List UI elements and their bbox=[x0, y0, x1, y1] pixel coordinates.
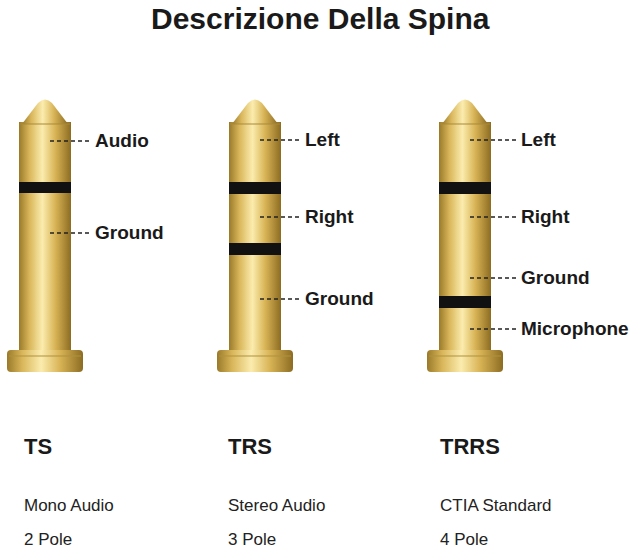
leader-lines bbox=[50, 140, 516, 329]
pole-count: 3 Pole bbox=[228, 530, 276, 550]
pin-label: Left bbox=[304, 129, 341, 151]
diagram-title: Descrizione Della Spina bbox=[151, 2, 489, 36]
pin-label: Right bbox=[520, 206, 571, 228]
pin-label: Right bbox=[304, 206, 355, 228]
plug-type: TRRS bbox=[440, 434, 500, 460]
pole-count: 2 Pole bbox=[24, 530, 72, 550]
plug-description: Stereo Audio bbox=[228, 496, 325, 516]
pin-label: Left bbox=[520, 129, 557, 151]
pin-label: Ground bbox=[304, 288, 375, 310]
plug-description: Mono Audio bbox=[24, 496, 114, 516]
plug-type: TS bbox=[24, 434, 52, 460]
pin-label: Microphone bbox=[520, 318, 630, 340]
pin-label: Ground bbox=[94, 222, 165, 244]
pole-count: 4 Pole bbox=[440, 530, 488, 550]
plug-type: TRS bbox=[228, 434, 272, 460]
pin-label: Audio bbox=[94, 130, 150, 152]
plug-description: CTIA Standard bbox=[440, 496, 552, 516]
pin-label: Ground bbox=[520, 267, 591, 289]
